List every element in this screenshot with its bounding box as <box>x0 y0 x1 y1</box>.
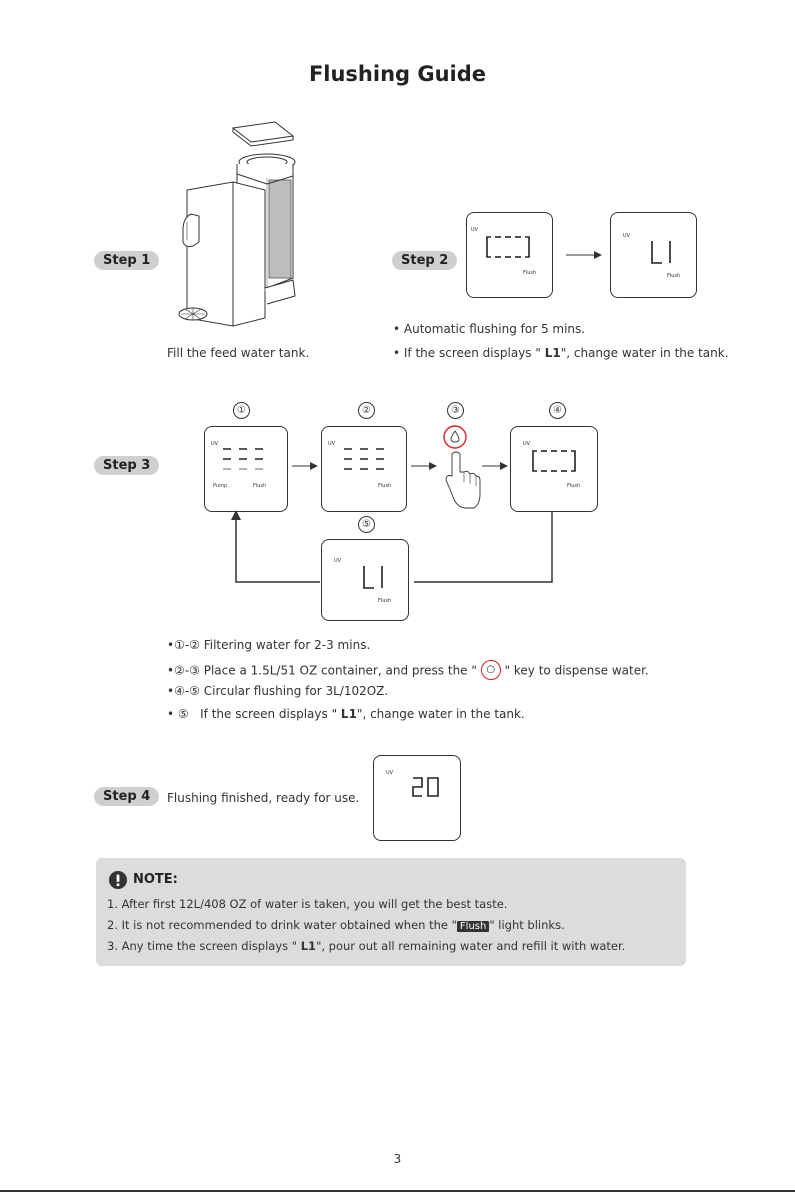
exclamation-icon <box>109 871 127 889</box>
uv-indicator: UV <box>386 770 394 776</box>
step3-bullet-2: •②-③ Place a 1.5L/51 OZ container, and p… <box>167 660 649 681</box>
pump-indicator: Pump <box>213 483 228 489</box>
footer-rule <box>0 1190 795 1192</box>
step3-display-pump: UV Pump Flush <box>204 426 288 512</box>
page-title: Flushing Guide <box>308 62 487 86</box>
flush-indicator: Flush <box>253 483 267 489</box>
l1-code: L1 <box>340 707 357 721</box>
note-line-2: 2. It is not recommended to drink water … <box>107 918 565 932</box>
note-box <box>96 858 686 966</box>
segment-display-l1 <box>363 566 383 589</box>
step3-display-flushing: UV Flush <box>510 426 598 512</box>
note-line-3: 3. Any time the screen displays " L1", p… <box>107 939 625 953</box>
uv-indicator: UV <box>523 441 531 447</box>
step4-display-ready: UV <box>373 755 461 841</box>
segment-display-dashes <box>223 448 263 470</box>
stage-number-4: ④ <box>549 402 566 419</box>
step2-label: Step 2 <box>392 251 458 270</box>
step4-label: Step 4 <box>94 787 160 806</box>
stage-number-5: ⑤ <box>358 516 375 533</box>
hand-press-dispense-icon <box>443 425 481 509</box>
note-heading: NOTE: <box>133 872 178 887</box>
stage-number-3: ③ <box>447 402 464 419</box>
bullet-text: If the screen displays " <box>200 707 341 721</box>
uv-indicator: UV <box>328 441 336 447</box>
segment-display-dashes <box>344 448 384 470</box>
step2-display-l1: UV Flush <box>610 212 697 298</box>
bullet-text: ", change water in the tank. <box>560 346 729 360</box>
segment-display-flushing <box>486 236 530 258</box>
step3-bullet-3: •④-⑤ Circular flushing for 3L/102OZ. <box>167 684 389 698</box>
flush-indicator: Flush <box>523 270 537 276</box>
water-dispenser-illustration <box>178 121 296 327</box>
loop-connector <box>231 510 553 583</box>
uv-indicator: UV <box>623 233 631 239</box>
step2-bullet-1: • Automatic flushing for 5 mins. <box>393 322 586 336</box>
note-line-1: 1. After first 12L/408 OZ of water is ta… <box>107 897 508 911</box>
flush-light-label: Flush <box>456 921 490 932</box>
l1-code: L1 <box>544 346 561 360</box>
step3-display-l1: UV Flush <box>321 539 409 621</box>
note-text: 3. Any time the screen displays " <box>107 939 301 953</box>
arrow-right-icon <box>566 251 602 259</box>
arrow-right-icon <box>482 462 508 470</box>
note-text: " light blinks. <box>489 918 565 932</box>
dispense-key-icon: ○ <box>480 660 501 680</box>
step2-bullet-2: • If the screen displays " L1", change w… <box>393 346 729 360</box>
l1-code: L1 <box>300 939 317 953</box>
flush-indicator: Flush <box>378 598 392 604</box>
step1-caption: Fill the feed water tank. <box>167 346 310 360</box>
note-text: ", pour out all remaining water and refi… <box>316 939 626 953</box>
flush-indicator: Flush <box>567 483 581 489</box>
page-number: 3 <box>393 1152 402 1166</box>
step4-caption: Flushing finished, ready for use. <box>167 791 360 805</box>
segment-display-l1 <box>651 241 671 264</box>
step3-bullet-4: • ⑤ If the screen displays " L1", change… <box>167 707 525 721</box>
stage-number-1: ① <box>233 402 250 419</box>
segment-display-20 <box>412 777 439 797</box>
uv-indicator: UV <box>471 227 479 233</box>
note-text: 2. It is not recommended to drink water … <box>107 918 457 932</box>
step3-display-filtering: UV Flush <box>321 426 407 512</box>
uv-indicator: UV <box>334 558 342 564</box>
arrow-right-icon <box>292 462 318 470</box>
stage-number-2: ② <box>358 402 375 419</box>
step3-label: Step 3 <box>94 456 160 475</box>
flush-indicator: Flush <box>378 483 392 489</box>
bullet-text: •②-③ Place a 1.5L/51 OZ container, and p… <box>167 663 477 678</box>
step2-display-flushing: UV Flush <box>466 212 553 298</box>
arrow-right-icon <box>411 462 437 470</box>
step1-label: Step 1 <box>94 251 160 270</box>
segment-display-flushing <box>532 450 576 472</box>
flush-indicator: Flush <box>667 273 681 279</box>
uv-indicator: UV <box>211 441 219 447</box>
bullet-text: " key to dispense water. <box>504 663 649 678</box>
step3-bullet-1: •①-② Filtering water for 2-3 mins. <box>167 638 371 652</box>
bullet-lead: • ⑤ <box>167 707 189 721</box>
bullet-text: • If the screen displays " <box>393 346 545 360</box>
bullet-text: ", change water in the tank. <box>356 707 525 721</box>
